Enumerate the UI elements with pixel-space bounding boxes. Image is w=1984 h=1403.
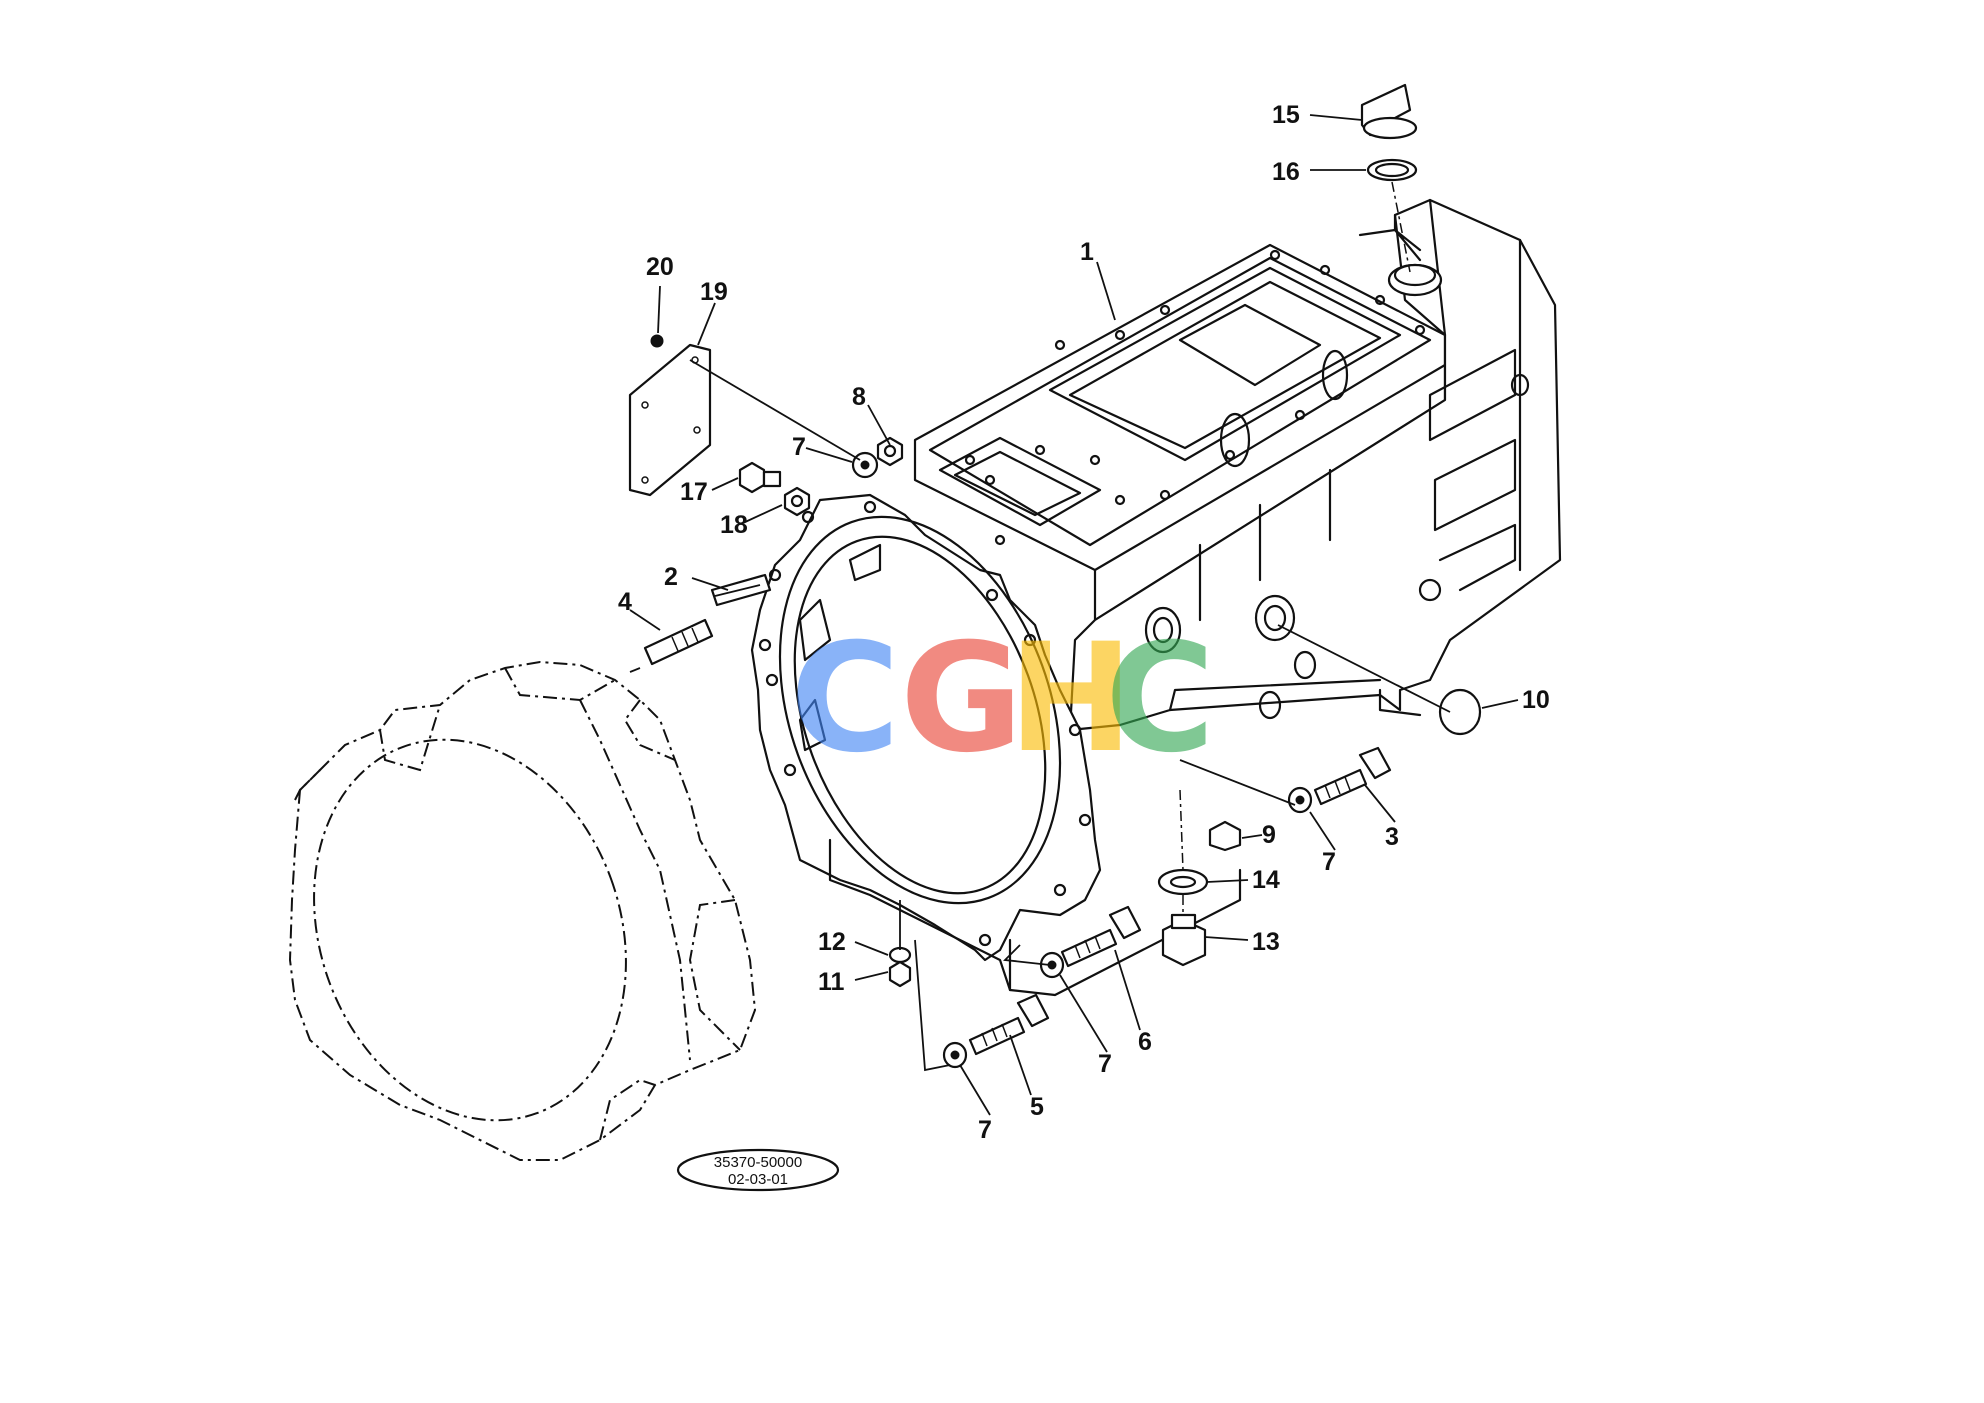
callout-7a: 7 (792, 433, 806, 461)
front-flange (750, 493, 1242, 997)
callout-16: 16 (1272, 158, 1300, 186)
plug-9 (1208, 820, 1242, 852)
washer-7-top (851, 451, 879, 479)
bolt-5 (968, 993, 1050, 1056)
filler-cap-15 (1360, 83, 1418, 140)
inspection-cover (628, 343, 712, 497)
callouts: 1 2 3 4 5 6 7 7 7 7 8 9 10 11 12 13 14 1… (618, 101, 1550, 1144)
plug-11 (888, 960, 912, 988)
callout-13: 13 (1252, 928, 1280, 956)
oring-16 (1366, 158, 1418, 182)
clutch-housing-phantom (288, 660, 757, 1161)
drain-plug-13 (1161, 913, 1207, 967)
callout-15: 15 (1272, 101, 1300, 129)
bolt-17 (738, 461, 782, 494)
callout-leaders (629, 114, 1519, 1116)
callout-19: 19 (700, 278, 728, 306)
assembly-lines (629, 181, 1451, 1072)
watermark-letter-4: C (1105, 612, 1215, 786)
nut-8 (876, 436, 904, 467)
screw-20 (650, 334, 664, 348)
stud-4 (643, 618, 714, 666)
watermark-letter-3: H (1008, 612, 1134, 786)
callout-8: 8 (852, 383, 866, 411)
bolt-3 (1313, 746, 1392, 806)
callout-5: 5 (1030, 1093, 1044, 1121)
callout-10: 10 (1522, 686, 1550, 714)
callout-3: 3 (1385, 823, 1399, 851)
reference-stamp: 35370-50000 02-03-01 (676, 1148, 840, 1192)
callout-2: 2 (664, 563, 678, 591)
callout-7b: 7 (1322, 848, 1336, 876)
watermark-letter-1: C (790, 612, 900, 786)
callout-12: 12 (818, 928, 846, 956)
washer-7-right (1287, 786, 1313, 814)
nut-18 (783, 486, 811, 517)
callout-1: 1 (1080, 238, 1094, 266)
washer-7-bottom (942, 1041, 968, 1069)
oring-14 (1157, 868, 1209, 896)
callout-9: 9 (1262, 821, 1276, 849)
callout-20: 20 (646, 253, 674, 281)
callout-6: 6 (1138, 1028, 1152, 1056)
reference-code: 35370-50000 (714, 1154, 802, 1171)
callout-14: 14 (1252, 866, 1280, 894)
callout-11: 11 (818, 968, 845, 996)
callout-4: 4 (618, 588, 632, 616)
watermark-logo: C G H C (790, 612, 1215, 786)
plug-10 (1438, 688, 1482, 736)
washer-12 (888, 946, 912, 964)
bolt-6 (1060, 905, 1142, 968)
transmission-case (913, 198, 1562, 732)
callout-7c: 7 (1098, 1050, 1112, 1078)
watermark-letter-2: G (900, 612, 1023, 786)
washer-7-mid (1039, 951, 1065, 979)
callout-18: 18 (720, 511, 748, 539)
callout-17: 17 (680, 478, 708, 506)
callout-7d: 7 (978, 1116, 992, 1144)
reference-page: 02-03-01 (728, 1171, 788, 1188)
